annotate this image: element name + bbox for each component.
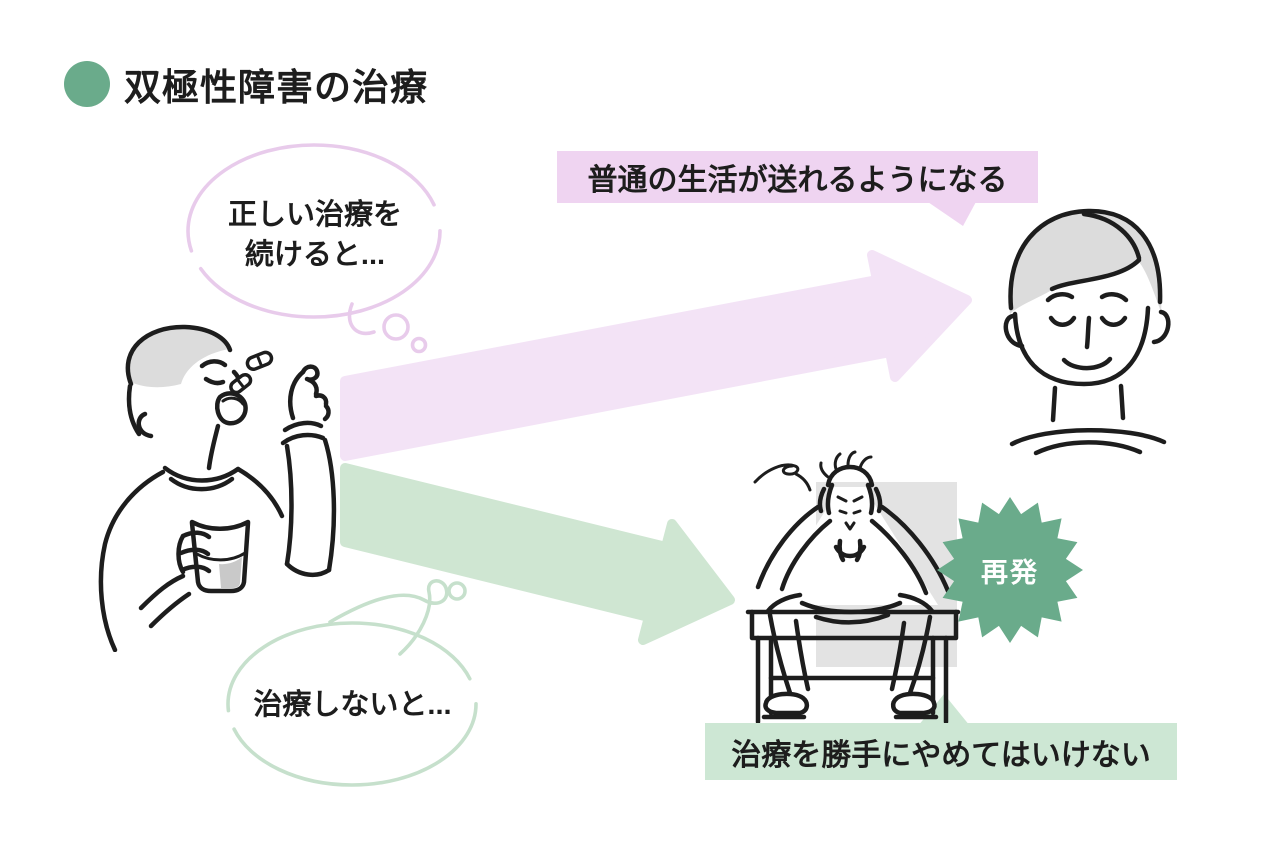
up-right-arrow xyxy=(340,250,972,461)
healthy-smiling-face-illustration xyxy=(1003,208,1171,456)
good-thought-bubble-outline-icon xyxy=(186,143,442,354)
page-title: 双極性障害の治療 xyxy=(64,57,428,111)
good-thought-bubble-text: 正しい治療を 続けると... xyxy=(195,195,435,275)
purple-banner-tail xyxy=(925,200,977,226)
bad-thought-bubble-outline-icon xyxy=(226,579,478,787)
bad-thought-line: 治療しないと... xyxy=(253,689,452,721)
person-taking-medicine-illustration xyxy=(98,324,337,652)
pills-icon xyxy=(229,350,274,395)
green-circle-icon xyxy=(64,61,110,107)
warning-banner: 治療を勝手にやめてはいけない xyxy=(705,723,1177,780)
warning-banner-text: 治療を勝手にやめてはいけない xyxy=(731,738,1151,772)
recovery-banner-text: 普通の生活が送れるようになる xyxy=(587,164,1008,197)
distressed-person-illustration xyxy=(745,450,961,725)
relapse-starburst-icon xyxy=(937,497,1083,643)
recovery-banner: 普通の生活が送れるようになる xyxy=(557,151,1038,203)
relapse-badge: 再発 xyxy=(930,490,1090,650)
relapse-badge-label: 再発 xyxy=(981,557,1039,588)
page-title-text: 双極性障害の治療 xyxy=(124,67,428,108)
down-right-arrow xyxy=(340,463,735,645)
good-thought-line2: 続けると... xyxy=(244,239,386,271)
stress-squiggle-icon xyxy=(753,463,812,492)
bad-thought-bubble-text: 治療しないと... xyxy=(235,685,470,725)
good-thought-line1: 正しい治療を xyxy=(227,199,402,231)
